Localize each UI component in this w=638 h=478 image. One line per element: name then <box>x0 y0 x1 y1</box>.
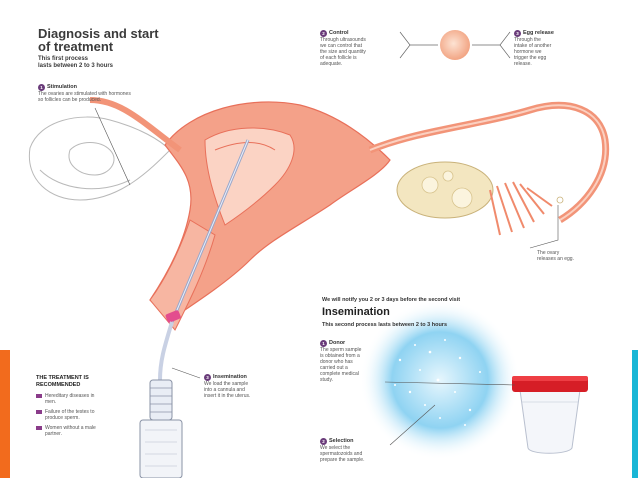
subtitle-line-1: This first process <box>38 56 89 62</box>
sample-dots <box>394 339 481 426</box>
ovary-note-2: releases an egg. <box>537 256 574 262</box>
insemination-heading: Insemination <box>322 306 390 318</box>
left-accent-band <box>0 350 10 478</box>
step-number-badge: 3 <box>514 30 521 37</box>
insemination-subtitle: This second process lasts between 2 to 3… <box>322 322 448 328</box>
egg-release-text-3: hormone we <box>514 49 542 55</box>
control-bracket <box>399 31 411 59</box>
rec-item-1-line-1: Hereditary diseases in <box>45 393 95 399</box>
sample-glow <box>360 300 520 460</box>
rec-item-1-line-2: men. <box>45 399 57 405</box>
insemination-pre-note: We will notify you 2 or 3 days before th… <box>322 297 461 303</box>
egg-release-text-2: intake of another <box>514 43 552 49</box>
donor-text-1: The sperm sample <box>320 347 362 353</box>
ovary-note-1: The ovary <box>537 250 560 256</box>
egg-release-text-5: release. <box>514 61 532 67</box>
control-text-5: adequate. <box>320 61 343 67</box>
page-title: Diagnosis and start of treatment <box>38 27 159 53</box>
recommended-box: THE TREATMENT IS RECOMMENDED Hereditary … <box>36 375 134 437</box>
insemination-text-2: into a cannula and <box>204 387 245 393</box>
control-text-4: of each follicle is <box>320 55 357 61</box>
donor-text-6: study. <box>320 377 333 383</box>
selection-text-1: We select the <box>320 445 351 451</box>
page-subtitle: This first process lasts between 2 to 3 … <box>38 56 113 70</box>
right-accent-band <box>632 350 638 478</box>
egg-release-text-4: trigger the egg <box>514 55 547 61</box>
control-title: Control <box>329 30 349 36</box>
egg-release-text-1: Through the <box>514 37 541 43</box>
sample-cup <box>512 376 588 454</box>
stimulation-leader-line <box>94 107 131 186</box>
ovary-note: The ovary releases an egg. <box>537 250 597 262</box>
ovary-leader-line <box>529 205 559 249</box>
step-number-badge: 1 <box>320 340 327 347</box>
rec-item-3-line-2: partner. <box>45 431 62 437</box>
cannula <box>158 139 250 381</box>
title-line-1: Diagnosis and start <box>38 26 159 41</box>
stimulation-text-2: so follicles can be produced. <box>38 97 102 103</box>
donor-leader-line <box>384 381 516 386</box>
stimulation-text-1: The ovaries are stimulated with hormones <box>38 91 131 97</box>
selection-title: Selection <box>329 438 354 444</box>
bullet-icon <box>36 394 42 398</box>
bullet-icon <box>36 426 42 430</box>
insemination-leader-line <box>171 367 201 379</box>
donor-text-5: complete medical <box>320 371 359 377</box>
control-text-2: we can control that <box>320 43 362 49</box>
control-text-1: Through ultrasounds <box>320 37 366 43</box>
vaginal-canal <box>149 219 216 331</box>
subtitle-line-2: lasts between 2 to 3 hours <box>38 63 114 69</box>
syringe <box>139 379 183 478</box>
donor-title: Donor <box>329 340 346 346</box>
selection-leader-line <box>389 404 436 446</box>
donor-text-4: carried out a <box>320 365 348 371</box>
step-number-badge: 2 <box>320 438 327 445</box>
donor-text-3: donor who has <box>320 359 353 365</box>
selection-text-3: prepare the sample. <box>320 457 365 463</box>
selection-text-2: spermatozoids and <box>320 451 363 457</box>
insemination-title: Insemination <box>213 374 247 380</box>
rec-item-3-line-1: Women without a male <box>45 425 96 431</box>
step-number-badge: 1 <box>38 84 45 91</box>
fimbriae <box>489 181 553 236</box>
recommended-heading-1: THE TREATMENT IS <box>36 375 89 381</box>
step-number-badge: 3 <box>204 374 211 381</box>
insemination-text-3: insert it in the uterus. <box>204 393 251 399</box>
step-number-badge: 2 <box>320 30 327 37</box>
uterus <box>89 97 610 321</box>
donor-text-2: is obtained from a <box>320 353 360 359</box>
released-egg <box>556 196 564 204</box>
right-ovary <box>396 161 494 219</box>
bullet-icon <box>36 410 42 414</box>
follicle-image <box>440 30 470 60</box>
rec-item-2-line-1: Failure of the testes to <box>45 409 95 415</box>
stimulation-title: Stimulation <box>47 84 77 90</box>
title-line-2: of treatment <box>38 39 114 54</box>
rec-item-2-line-2: produce sperm. <box>45 415 80 421</box>
egg-release-title: Egg release <box>523 30 554 36</box>
control-text-3: the size and quantity <box>320 49 366 55</box>
insemination-text-1: We load the sample <box>204 381 249 387</box>
egg-release-bracket <box>499 31 511 59</box>
recommended-heading-2: RECOMMENDED <box>36 382 81 388</box>
